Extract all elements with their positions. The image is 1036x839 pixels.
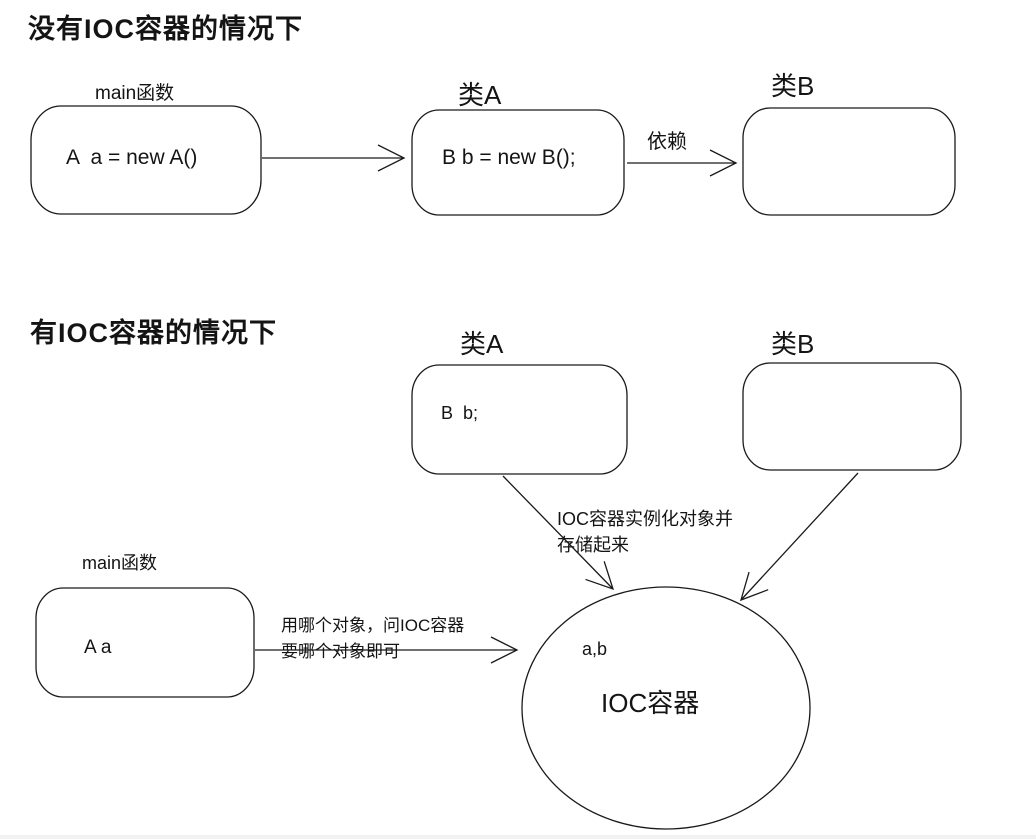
store-note-line1: IOC容器实例化对象并 <box>557 509 734 529</box>
class-a-box-with-ioc <box>411 364 628 475</box>
section-title-without-ioc: 没有IOC容器的情况下 <box>28 14 304 44</box>
class-a-code-2: B b; <box>441 403 479 423</box>
class-a-box-without-ioc <box>411 109 625 216</box>
class-a-label-1: 类A <box>458 80 502 110</box>
main-box-code-1: A a = new A() <box>66 146 198 169</box>
class-a-label-2: 类A <box>460 329 504 359</box>
container-items-text: a,b <box>582 639 608 659</box>
class-b-label-1: 类B <box>771 71 815 101</box>
class-b-box-without-ioc <box>742 107 956 216</box>
main-box-label-1: main函数 <box>95 83 175 104</box>
store-note-line2: 存储起来 <box>557 535 629 555</box>
container-label: IOC容器 <box>601 688 700 718</box>
ioc-container-ellipse <box>521 586 811 830</box>
section-title-with-ioc: 有IOC容器的情况下 <box>30 318 278 348</box>
class-a-code-1: B b = new B(); <box>442 146 576 169</box>
main-box-code-2: A a <box>84 637 112 658</box>
main-function-box-without-ioc <box>30 105 262 215</box>
page-bottom-edge <box>0 835 1036 839</box>
ask-note-line1: 用哪个对象，问IOC容器 <box>281 616 465 635</box>
main-function-box-with-ioc <box>35 587 255 698</box>
ask-note-line2: 要哪个对象即可 <box>281 642 400 661</box>
main-box-label-2: main函数 <box>82 553 158 573</box>
arrow-class-b-to-container <box>740 472 859 602</box>
class-b-label-2: 类B <box>771 329 815 359</box>
arrow-class-a-to-container <box>502 475 615 591</box>
dependency-arrow-label: 依赖 <box>647 131 687 153</box>
class-b-box-with-ioc <box>742 362 962 471</box>
